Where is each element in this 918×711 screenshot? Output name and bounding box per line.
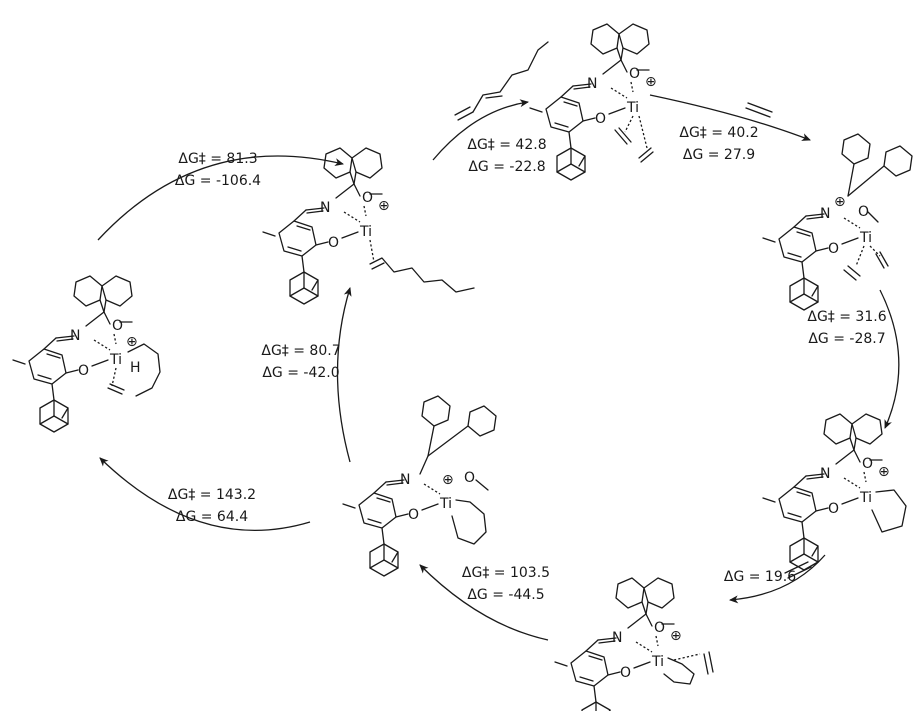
atom-Ti: Ti [859,230,872,246]
atom-Ti: Ti [359,224,372,240]
step-5-energy: ΔG = 19.6 [710,566,810,588]
hexene-out [454,41,549,121]
step-2-energy: ΔG‡ = 42.8 ΔG = -22.8 [452,134,562,178]
charge: ⊕ [878,464,890,480]
step-7-activation: ΔG‡ = 80.7 [261,343,341,359]
atom-N: N [320,200,330,216]
atom-O: O [828,501,839,517]
atom-N: N [400,472,410,488]
cycle-arrow-3 [649,94,811,141]
atom-O-ether: O [858,204,869,220]
atom-O: O [620,665,631,681]
atom-H: H [130,360,141,376]
complex-hydride-left: N O O Ti ⊕ H [12,275,161,433]
cycle-arrow-7 [336,287,352,463]
cycle-arrow-6 [419,564,549,641]
atom-N: N [587,76,597,92]
atom-Ti: Ti [859,490,872,506]
atom-Ti: Ti [651,654,664,670]
step-3-reaction: ΔG = 27.9 [682,147,756,163]
complex-ethylene-2: N O O Ti ⊕ [762,133,913,311]
iminium-charge: ⊕ [834,194,846,210]
atom-O: O [78,363,89,379]
ethylene-in-1 [745,102,773,118]
atom-O-ether: O [362,190,373,206]
cycle-arrow-1 [97,155,344,241]
charge: ⊕ [670,628,682,644]
complex-ethylene: N O O Ti ⊕ [529,23,657,181]
atom-O-ether: O [112,318,123,334]
cycle-arrow-8 [99,457,311,532]
atom-N: N [70,328,80,344]
atom-N: N [820,206,830,222]
step-4-activation: ΔG‡ = 31.6 [807,309,887,325]
step-6-reaction: ΔG = -44.5 [467,587,545,603]
complex-hexene: N O O Ti ⊕ [262,147,475,305]
step-2-reaction: ΔG = -22.8 [468,159,546,175]
atom-Ti: Ti [109,352,122,368]
step-3-activation: ΔG‡ = 40.2 [679,125,759,141]
cycle-arrow-2 [432,99,529,161]
complex-metallacycle-ethylene: N O O Ti ⊕ [554,577,714,711]
step-7-reaction: ΔG = -42.0 [262,365,340,381]
atom-Ti: Ti [439,496,452,512]
atom-O-ether: O [862,456,873,472]
step-6-energy: ΔG‡ = 103.5 ΔG = -44.5 [446,562,566,606]
step-1-energy: ΔG‡ = 81.3 ΔG = -106.4 [158,148,278,192]
atom-N: N [612,630,622,646]
atom-O-ether: O [629,66,640,82]
complex-metallacycle-5: N O O Ti ⊕ [762,413,907,571]
atom-N: N [820,466,830,482]
charge: ⊕ [126,334,138,350]
charge: ⊕ [645,74,657,90]
step-1-activation: ΔG‡ = 81.3 [178,151,258,167]
step-8-reaction: ΔG = 64.4 [175,509,249,525]
step-4-reaction: ΔG = -28.7 [808,331,886,347]
atom-O: O [408,507,419,523]
atom-O: O [828,241,839,257]
complex-metallacycle-7: N O O Ti ⊕ [342,395,497,577]
step-8-activation: ΔG‡ = 143.2 [167,487,257,503]
step-4-energy: ΔG‡ = 31.6 ΔG = -28.7 [792,306,902,350]
step-1-reaction: ΔG = -106.4 [174,173,262,189]
atom-O-ether: O [654,620,665,636]
atom-Ti: Ti [626,100,639,116]
step-3-energy: ΔG‡ = 40.2 ΔG = 27.9 [664,122,774,166]
atom-O: O [595,111,606,127]
charge: ⊕ [442,472,454,488]
atom-O: O [328,235,339,251]
atom-O-ether: O [464,470,475,486]
charge: ⊕ [378,198,390,214]
cycle-arrow-4 [879,289,900,429]
step-5-reaction: ΔG = 19.6 [723,569,797,585]
step-2-activation: ΔG‡ = 42.8 [467,137,547,153]
step-8-energy: ΔG‡ = 143.2 ΔG = 64.4 [152,484,272,528]
step-7-energy: ΔG‡ = 80.7 ΔG = -42.0 [246,340,356,384]
step-6-activation: ΔG‡ = 103.5 [461,565,551,581]
